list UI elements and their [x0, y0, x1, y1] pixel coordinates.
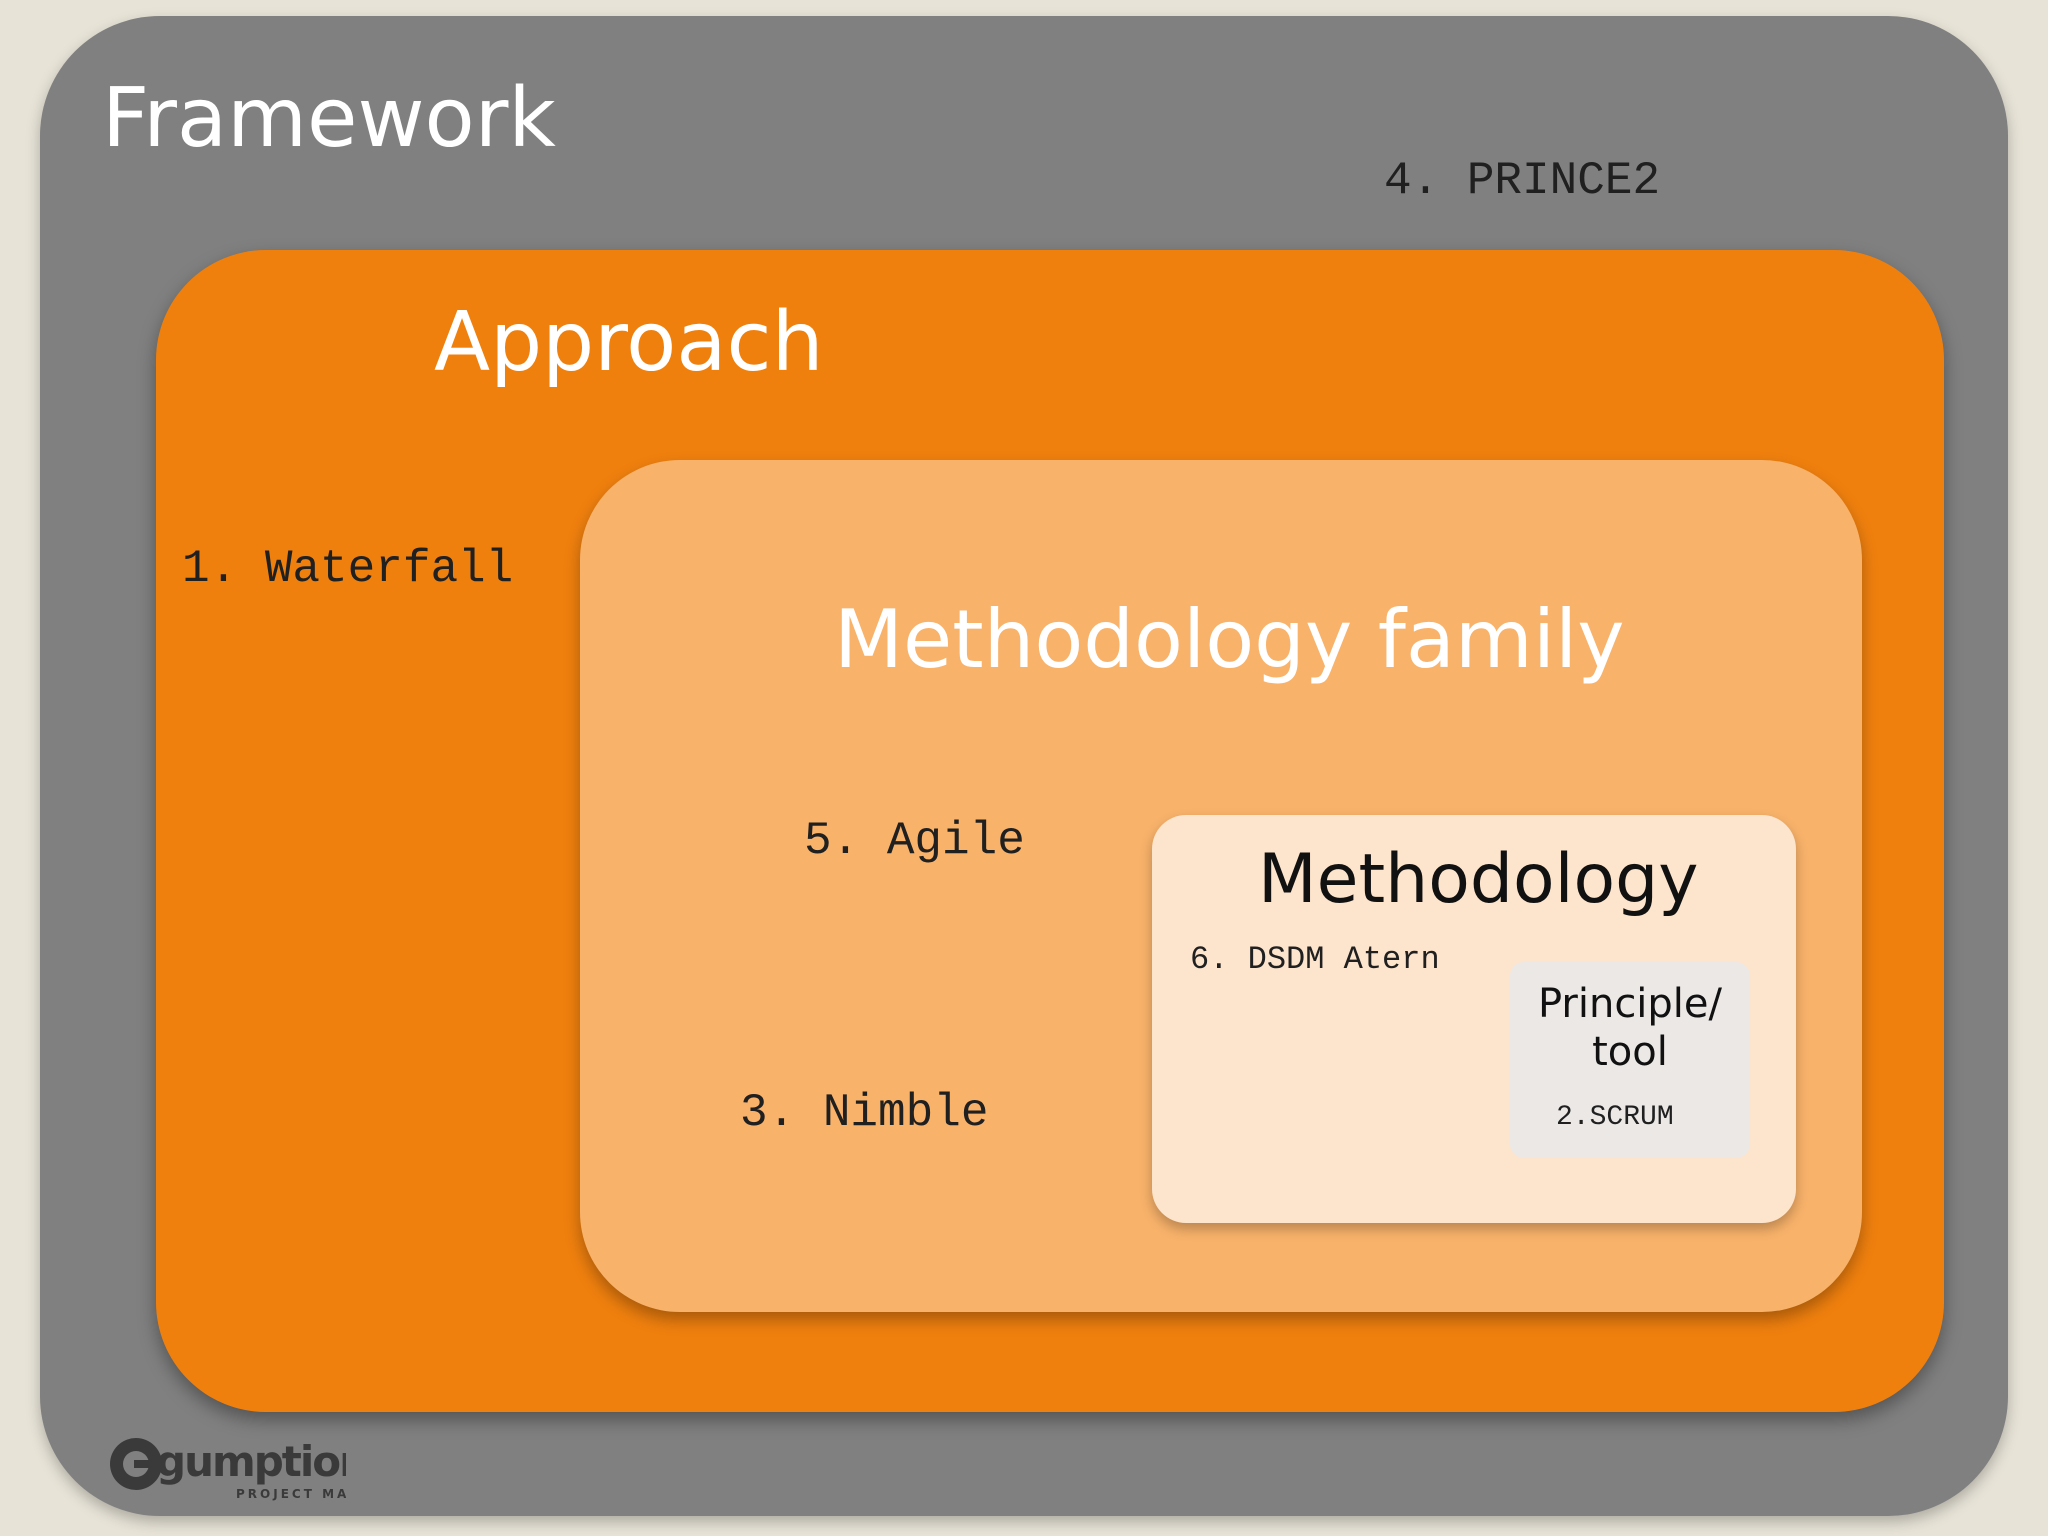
methodology-title: Methodology: [1258, 840, 1699, 919]
principle-tool-box: [1510, 962, 1750, 1158]
item-agile: 5. Agile: [804, 815, 1025, 867]
item-prince2: 4. PRINCE2: [1384, 155, 1661, 207]
framework-title: Framework: [102, 71, 556, 166]
item-scrum: 2.SCRUM: [1556, 1102, 1674, 1133]
approach-title: Approach: [434, 295, 824, 390]
principle-tool-title: Principle/ tool: [1537, 981, 1723, 1075]
logo-subtext: PROJECT MANAGEMENT: [236, 1487, 346, 1501]
logo-text: gumption: [156, 1437, 346, 1486]
item-dsdm-atern: 6. DSDM Atern: [1190, 941, 1440, 978]
methodology-family-title: Methodology family: [834, 593, 1625, 686]
item-nimble: 3. Nimble: [740, 1087, 989, 1139]
item-waterfall: 1. Waterfall: [182, 543, 514, 595]
gumption-logo: gumption PROJECT MANAGEMENT: [110, 1437, 346, 1501]
